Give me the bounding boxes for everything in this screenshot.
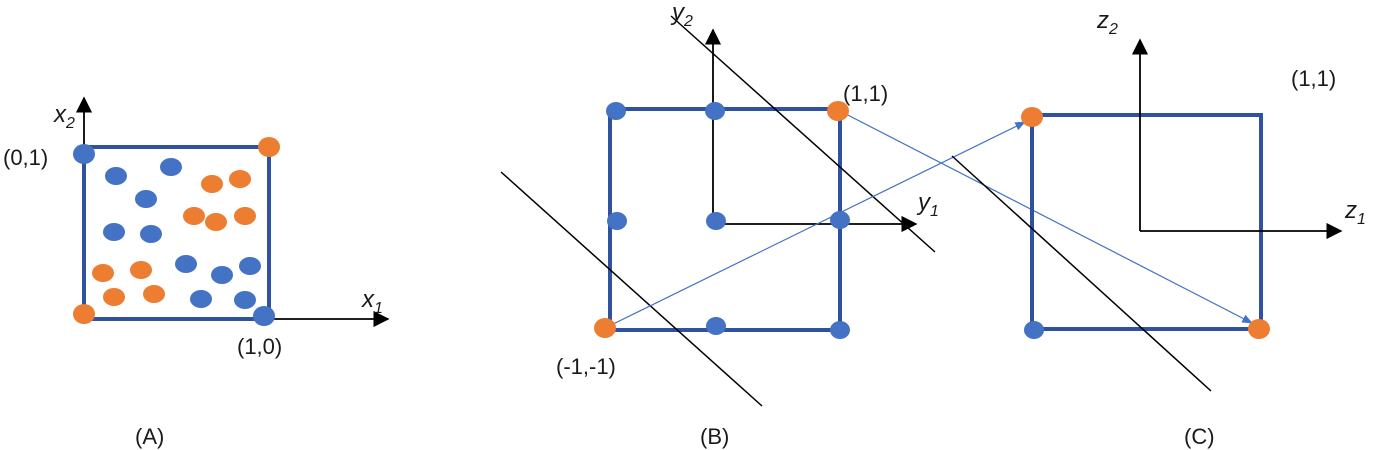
panel-b-point-left-mid [607,212,627,230]
orange-point [205,213,227,231]
panel-b-caption: (B) [700,424,729,449]
panel-b: y2 y1 (1,1) (-1,-1) (B) [500,0,1253,449]
panel-b-point-bottom-right [830,321,850,339]
orange-point [183,207,205,225]
panel-c: z2 z1 (1,1) (C) [951,7,1366,449]
panel-a-label-0-1: (0,1) [3,145,48,170]
panel-b-point-top-left [606,102,626,120]
panel-a-corner-point-0-0 [73,304,95,324]
panel-b-label-minus1-minus1: (-1,-1) [556,354,616,379]
orange-point [234,207,256,225]
panel-b-label-1-1: (1,1) [843,81,888,106]
blue-point [234,291,256,309]
panel-b-point-right-mid [830,211,850,229]
panel-b-point-top-mid [705,102,725,120]
orange-point [103,288,125,306]
panel-a: x2 x1 (0,1) (1,0) (A) [3,96,390,449]
panel-a-corner-point-1-0 [253,306,275,326]
panel-b-separator-line-lower [500,171,763,407]
panel-a-caption: (A) [135,424,164,449]
panel-c-separator-line [951,155,1212,392]
blue-point [160,158,182,176]
orange-point [201,175,223,193]
panel-c-square [1030,113,1263,331]
panel-c-point-bottom-left [1024,321,1044,339]
panel-a-interior-points [92,158,261,309]
blue-point [190,290,212,308]
panel-b-mapping-arrow-to-c-top-left [604,121,1026,329]
panel-b-point-1-1 [827,101,849,121]
blue-point [239,257,261,275]
panel-c-y-axis-label: z2 [1096,7,1118,38]
blue-point [211,266,233,284]
panel-b-separator-line-upper [670,15,936,253]
panel-b-point-bottom-mid [706,317,726,335]
panel-c-x-axis-label: z1 [1344,197,1366,228]
orange-point [92,264,114,282]
panel-c-point-bottom-right [1248,319,1270,339]
orange-point [229,170,251,188]
panel-a-y-axis-label: x2 [53,101,75,132]
blue-point [175,255,197,273]
blue-point [135,190,157,208]
orange-point [130,261,152,279]
panel-c-point-top-left [1021,107,1043,127]
panel-b-y-axis-label: y2 [670,0,693,30]
panel-b-point-minus1-minus1 [594,318,616,338]
panel-a-unit-square [82,145,271,321]
panel-a-x-axis-label: x1 [361,286,383,317]
panel-b-x-axis-label: y1 [916,189,939,220]
panel-c-caption: (C) [1184,424,1215,449]
blue-point [105,167,127,185]
orange-point [143,285,165,303]
panel-b-point-origin [706,212,726,230]
panel-c-label-1-1: (1,1) [1291,66,1336,91]
panel-a-label-1-0: (1,0) [237,334,282,359]
panel-b-mapping-arrow-to-c-bottom-right [839,110,1253,324]
panel-a-corner-point-0-1 [73,144,95,164]
panel-a-corner-point-1-1 [258,137,280,157]
blue-point [103,223,125,241]
blue-point [140,225,162,243]
